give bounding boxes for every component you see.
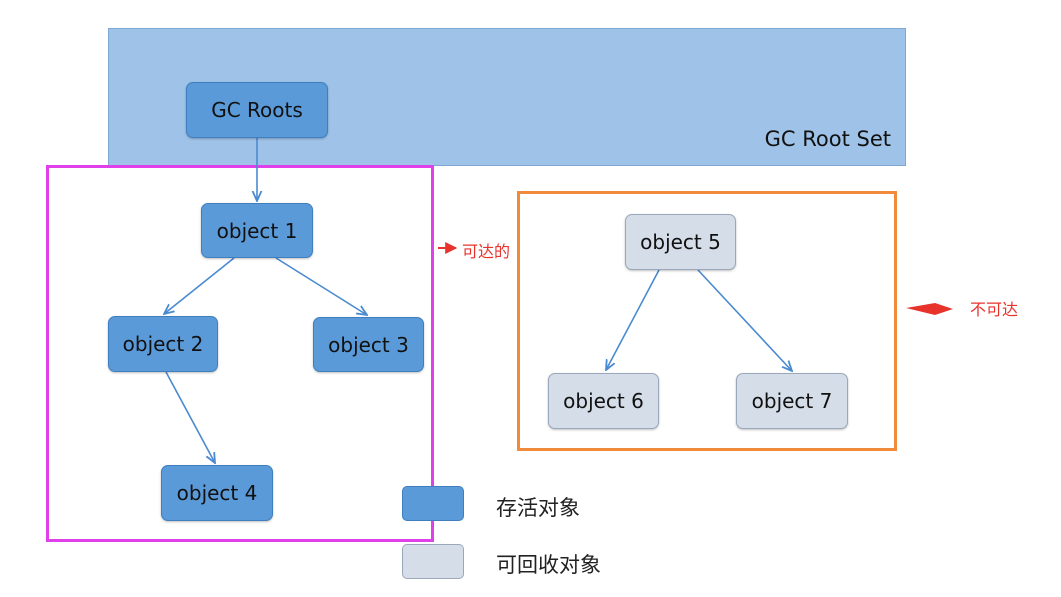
unreachable-label: 不可达 — [970, 300, 1019, 319]
legend-collectable-swatch — [402, 544, 464, 579]
reachable-frame — [46, 165, 434, 542]
gc-root-set-label: GC Root Set — [764, 127, 891, 151]
legend-live-swatch — [402, 486, 464, 521]
gc-roots-node: GC Roots — [186, 82, 328, 138]
object-2-node: object 2 — [108, 316, 218, 372]
object-4-node: object 4 — [161, 465, 273, 521]
object-7-node: object 7 — [736, 373, 848, 429]
edge-object2-object4 — [165, 371, 215, 463]
unreachable-arrow — [906, 303, 953, 315]
object-3-node: object 3 — [313, 317, 424, 372]
object-6-node: object 6 — [548, 373, 659, 429]
object-1-node: object 1 — [201, 203, 313, 258]
object-5-node: object 5 — [625, 214, 736, 270]
unreachable-frame — [517, 191, 897, 451]
edge-object5-object7 — [697, 269, 792, 371]
legend-collectable-label: 可回收对象 — [496, 553, 601, 577]
edge-object1-object2 — [164, 257, 235, 314]
edge-object5-object6 — [606, 269, 660, 370]
legend-live-label: 存活对象 — [496, 496, 580, 520]
edge-object1-object3 — [275, 257, 367, 315]
reachable-label: 可达的 — [462, 242, 511, 261]
